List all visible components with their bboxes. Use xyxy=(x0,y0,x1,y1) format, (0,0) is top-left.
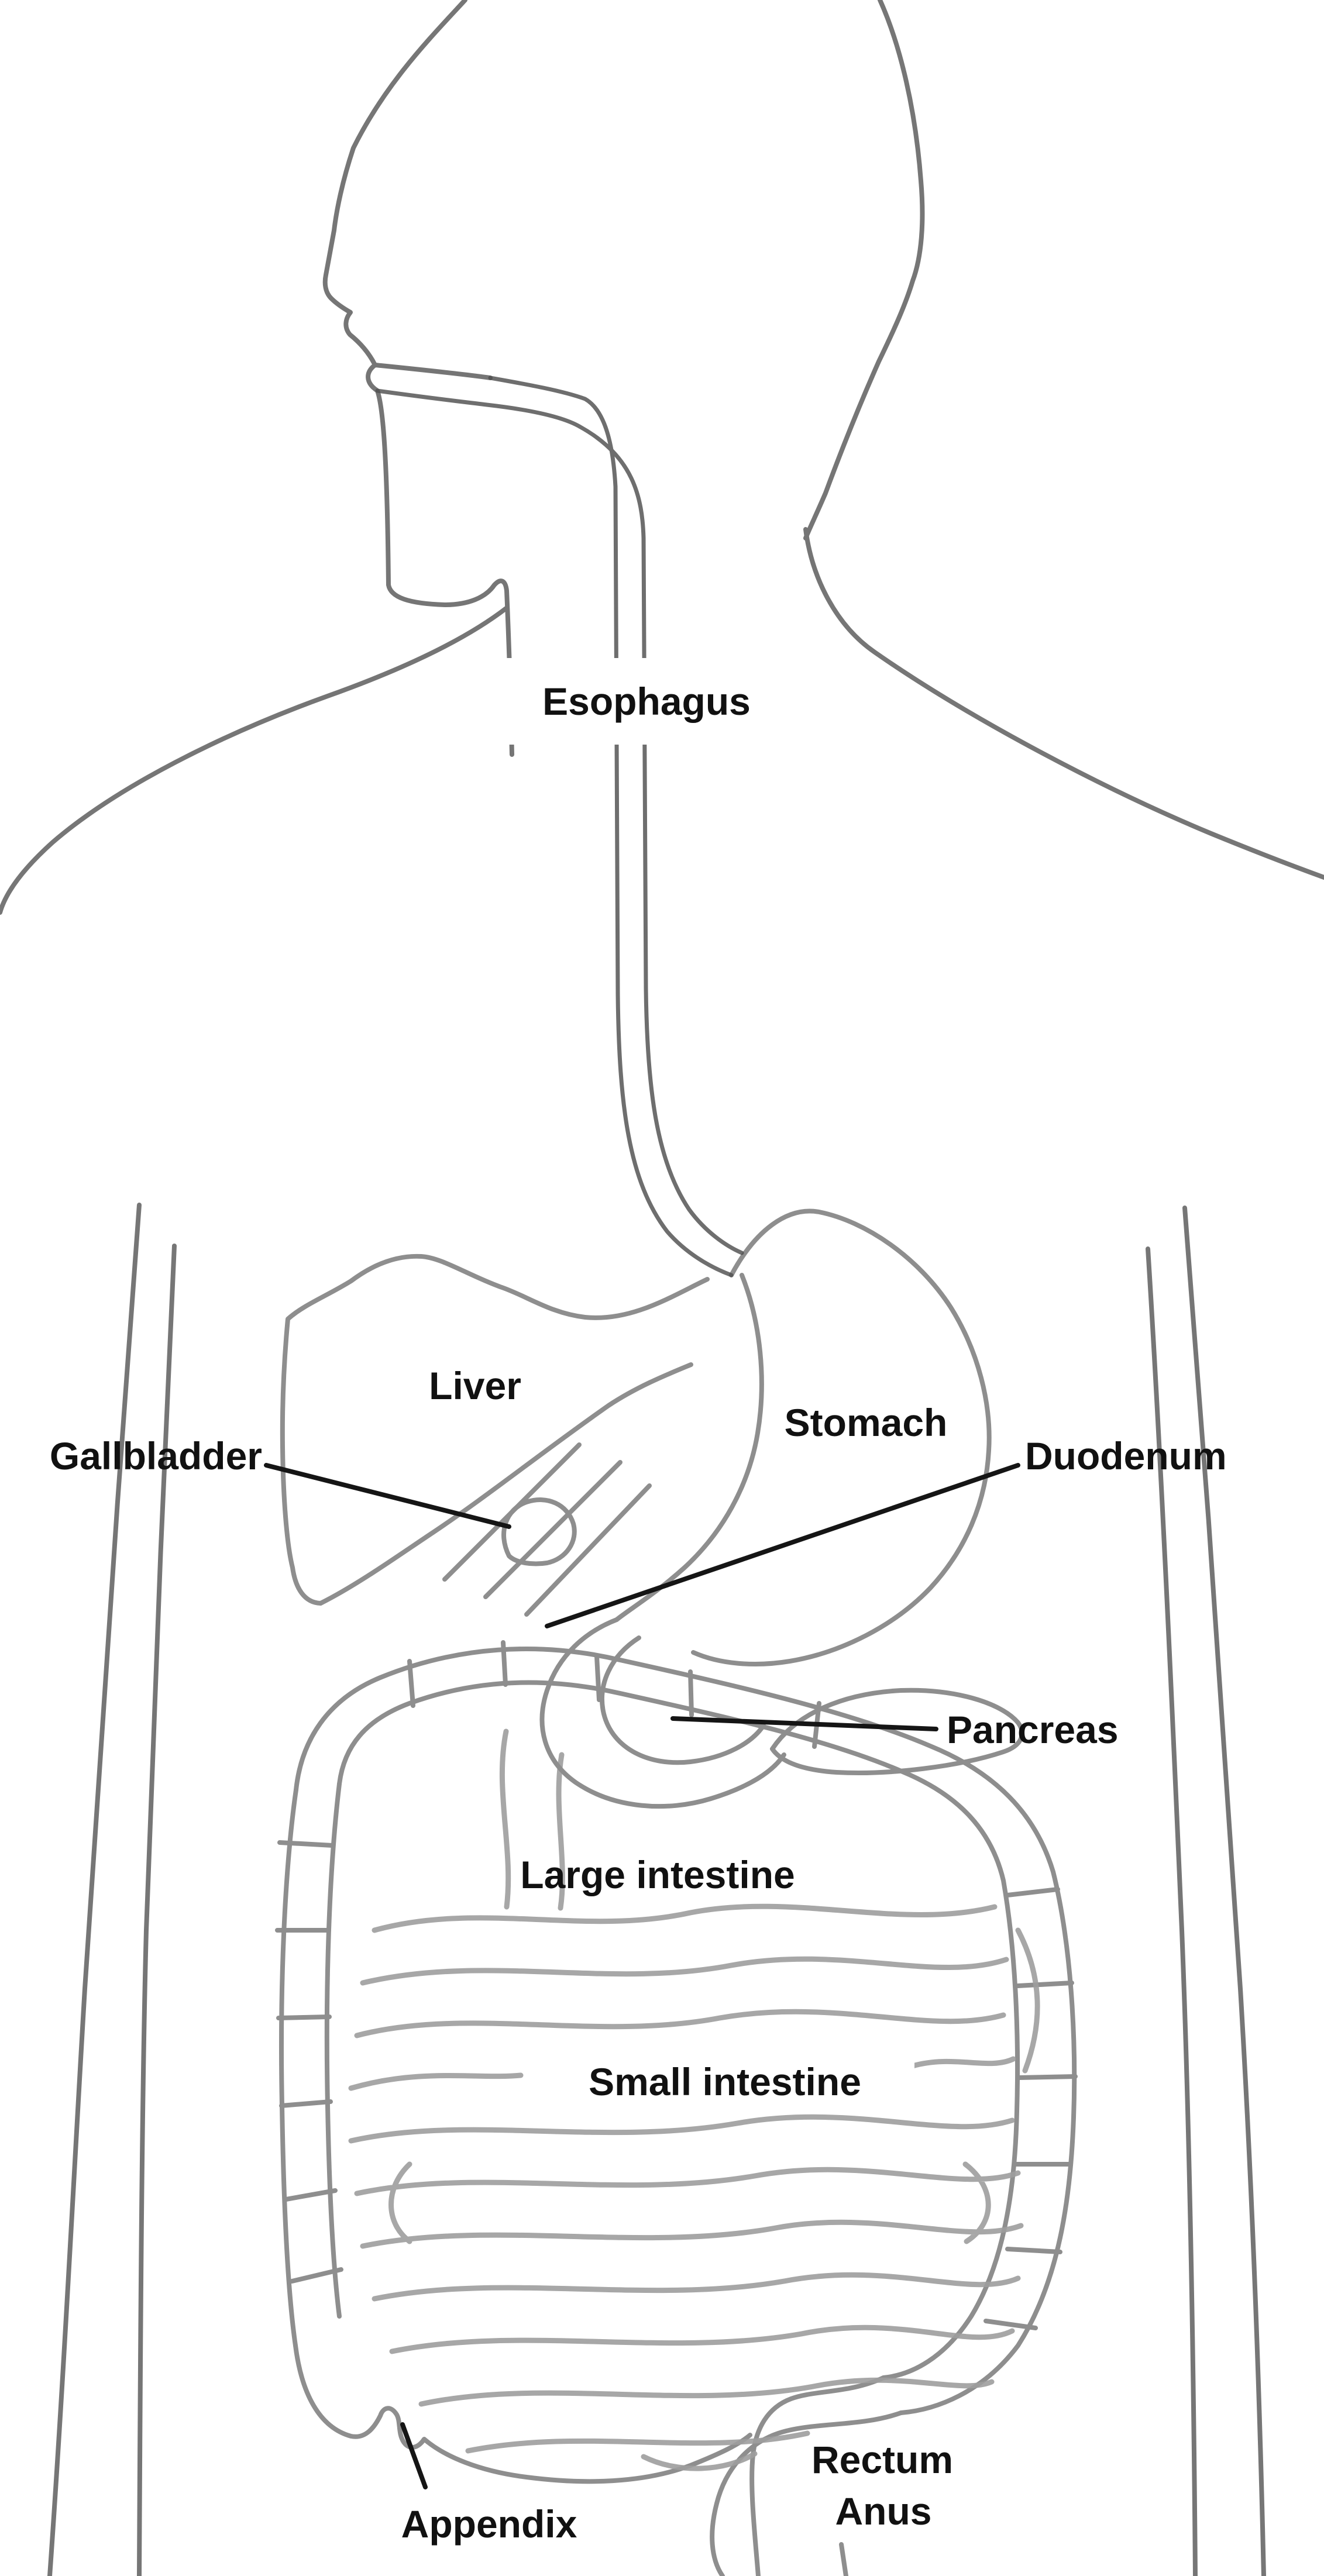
head-back-profile-line xyxy=(803,0,925,540)
label-esophagus: Esophagus xyxy=(542,680,751,723)
small-intestine-coils xyxy=(348,1728,1040,2471)
pancreas-leader-line xyxy=(670,1716,938,1731)
mouth-line xyxy=(373,363,493,380)
liver-fold-lines xyxy=(442,1442,652,1617)
right-arm-lines xyxy=(1146,1206,1266,2576)
esophagus-layer xyxy=(375,376,744,1277)
stomach-inner-line xyxy=(614,1273,764,1622)
large-intestine-layer xyxy=(275,1640,1078,2576)
esophagus-label-backplate xyxy=(502,658,795,745)
label-backplates xyxy=(502,658,914,2112)
right-shoulder-line xyxy=(803,527,1324,880)
label-gallbladder: Gallbladder xyxy=(50,1434,262,1478)
head-face-profile-line xyxy=(322,0,514,757)
sigmoid-rectum-line xyxy=(710,2410,903,2576)
esophagus-tube-right-line xyxy=(375,388,744,1255)
labels-layer: Esophagus Liver Stomach Gallbladder Duod… xyxy=(50,680,1227,2546)
label-stomach: Stomach xyxy=(785,1401,948,1444)
colon-transverse-descending-outer-line xyxy=(294,1647,1077,2415)
label-duodenum: Duodenum xyxy=(1025,1434,1227,1478)
upper-organs-layer xyxy=(280,1208,1024,1809)
leader-lines xyxy=(264,1463,1020,2489)
small-intestine-label-backplate xyxy=(537,2046,914,2112)
anus-tick xyxy=(839,2542,848,2576)
label-liver: Liver xyxy=(429,1364,521,1407)
appendix-leader-line xyxy=(400,2422,428,2489)
small-intestine-layer xyxy=(348,1728,1040,2471)
duodenum-leader-line xyxy=(545,1463,1020,1628)
colon-ascending-outer-line xyxy=(279,1788,298,2348)
left-shoulder-line xyxy=(0,606,508,915)
label-small-intestine: Small intestine xyxy=(589,2060,861,2103)
label-appendix: Appendix xyxy=(401,2502,577,2546)
label-pancreas: Pancreas xyxy=(947,1708,1119,1751)
duodenum-loop-outer xyxy=(539,1617,786,1809)
gallbladder-shape xyxy=(501,1497,577,1566)
label-anus: Anus xyxy=(835,2489,932,2533)
duodenum-loop-inner xyxy=(600,1635,766,1765)
label-large-intestine: Large intestine xyxy=(520,1853,795,1896)
rectum-inner-line xyxy=(749,2375,886,2576)
colon-inner-line-2 xyxy=(337,1680,1020,2380)
colon-inner-line xyxy=(324,1782,342,2319)
gallbladder-leader-line xyxy=(264,1463,511,1529)
colon-haustra-ticks xyxy=(275,1640,1078,2330)
stomach-outer-line xyxy=(691,1208,992,1666)
label-rectum: Rectum xyxy=(811,2438,953,2481)
left-arm-lines xyxy=(47,1203,177,2576)
pancreas-shape xyxy=(770,1688,1024,1775)
esophagus-tube-left-line xyxy=(488,376,734,1277)
liver-outline xyxy=(280,1253,710,1606)
cecum-appendix-line xyxy=(293,2343,752,2484)
